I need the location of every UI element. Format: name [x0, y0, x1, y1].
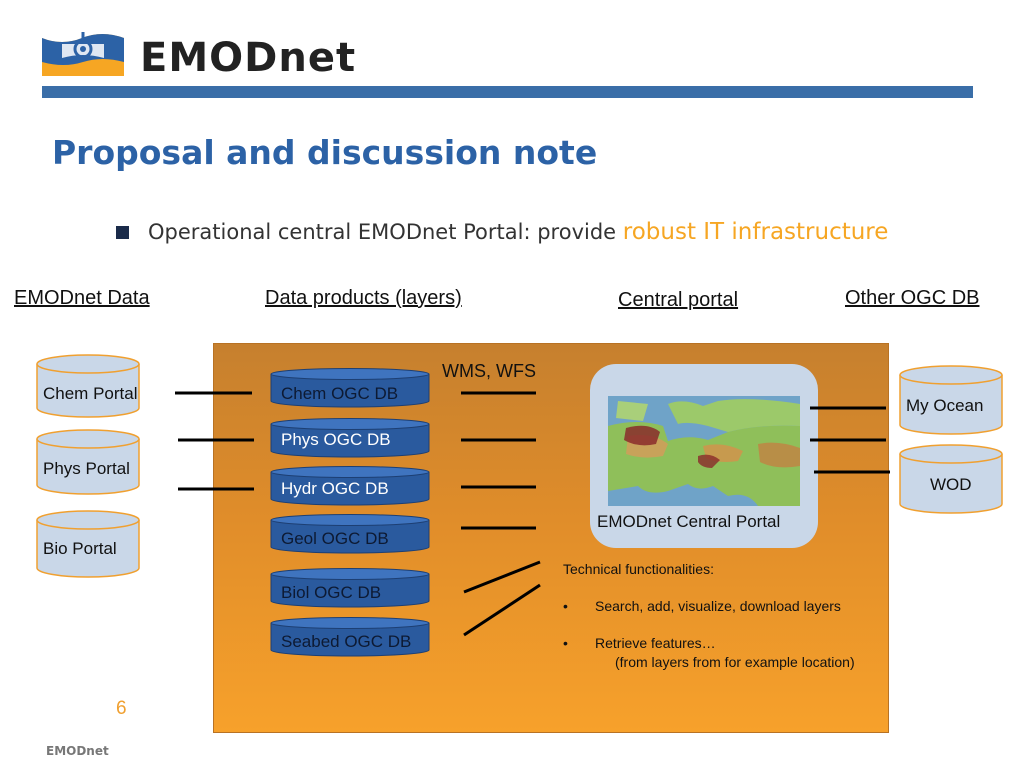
- technical-note: (from layers from for example location): [615, 654, 855, 670]
- portal-cylinder-phys: Phys Portal: [36, 429, 140, 495]
- portal-label: Chem Portal: [43, 384, 138, 403]
- portal-label: Bio Portal: [43, 539, 117, 558]
- bullet-prefix: Operational central EMODnet Portal:: [148, 220, 538, 244]
- technical-bullet: •: [563, 635, 568, 651]
- technical-item: • Retrieve features…: [563, 635, 716, 651]
- header-bar: [42, 86, 973, 98]
- other-db-wod: WOD: [899, 444, 1003, 514]
- ogc-db-label: Geol OGC DB: [281, 529, 389, 548]
- technical-item: • Search, add, visualize, download layers: [563, 598, 841, 614]
- technical-item-text: Search, add, visualize, download layers: [595, 598, 841, 614]
- ogc-db-label: Chem OGC DB: [281, 384, 399, 403]
- technical-item-text: Retrieve features…: [595, 635, 716, 651]
- ogc-db-chem: Chem OGC DB: [270, 368, 430, 408]
- column-heading-other-ogc-db: Other OGC DB: [845, 287, 980, 309]
- logo-text: EMODnet: [140, 35, 357, 81]
- connector-line: [463, 560, 541, 594]
- bullet-marker: [116, 226, 129, 239]
- column-heading-data-products: Data products (layers): [265, 287, 462, 309]
- slide-title: Proposal and discussion note: [52, 133, 598, 172]
- ogc-db-biol: Biol OGC DB: [270, 568, 430, 608]
- footer-label: EMODnet: [46, 744, 109, 758]
- emodnet-logo-icon: [42, 32, 124, 76]
- ogc-db-geol: Geol OGC DB: [270, 514, 430, 554]
- other-db-my-ocean: My Ocean: [899, 365, 1003, 435]
- ogc-db-label: Hydr OGC DB: [281, 479, 389, 498]
- bullet-text: Operational central EMODnet Portal: prov…: [148, 216, 888, 248]
- portal-label: Phys Portal: [43, 459, 130, 478]
- central-portal-label: EMODnet Central Portal: [597, 512, 781, 531]
- technical-heading: Technical functionalities:: [563, 561, 714, 577]
- technical-bullet: •: [563, 598, 568, 614]
- bullet-highlight: robust IT infrastructure: [622, 219, 889, 245]
- page-number: 6: [116, 698, 127, 719]
- services-label: WMS, WFS: [442, 361, 536, 381]
- ogc-db-seabed: Seabed OGC DB: [270, 617, 430, 657]
- column-heading-central-portal: Central portal: [618, 289, 739, 311]
- emodnet-logo: [42, 32, 124, 76]
- europe-map-image: [608, 396, 800, 506]
- other-db-label: WOD: [930, 475, 972, 494]
- ogc-db-hydr: Hydr OGC DB: [270, 466, 430, 506]
- other-db-label: My Ocean: [906, 396, 984, 415]
- ogc-db-label: Phys OGC DB: [281, 430, 391, 449]
- connector-line: [463, 583, 541, 637]
- ogc-db-label: Biol OGC DB: [281, 583, 382, 602]
- ogc-db-label: Seabed OGC DB: [281, 632, 412, 651]
- ogc-db-phys: Phys OGC DB: [270, 418, 430, 458]
- portal-cylinder-bio: Bio Portal: [36, 510, 140, 578]
- column-heading-emodnet-data: EMODnet Data: [14, 287, 150, 309]
- portal-cylinder-chem: Chem Portal: [36, 354, 140, 418]
- bullet-provide: provide: [537, 220, 623, 244]
